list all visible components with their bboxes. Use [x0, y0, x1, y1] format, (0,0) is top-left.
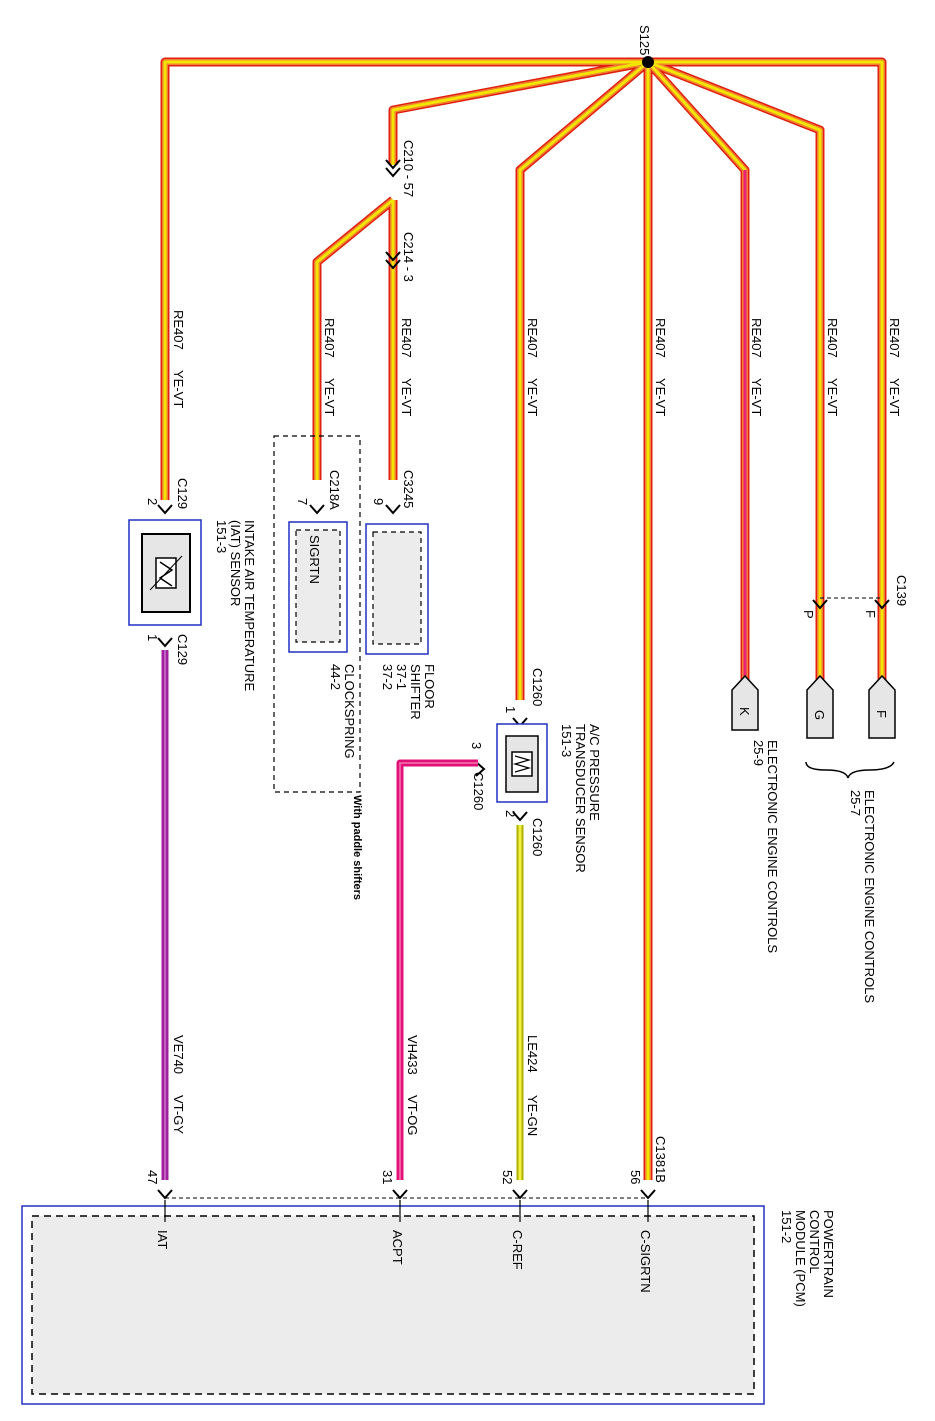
svg-text:CONTROL: CONTROL: [807, 1210, 822, 1274]
svg-text:37-2: 37-2: [380, 664, 395, 690]
c214-label: C214 - 3: [401, 232, 416, 282]
svg-text:ELECTRONIC ENGINE CONTROLS: ELECTRONIC ENGINE CONTROLS: [862, 790, 877, 1003]
svg-text:3: 3: [469, 742, 484, 749]
offpage-f: F: [868, 674, 896, 739]
svg-text:POWERTRAIN: POWERTRAIN: [821, 1210, 836, 1298]
svg-text:44-2: 44-2: [328, 664, 343, 690]
svg-text:151-3: 151-3: [214, 520, 229, 553]
c210-label: C210 - 57: [401, 140, 416, 197]
svg-text:(IAT) SENSOR: (IAT) SENSOR: [228, 520, 243, 606]
svg-text:K: K: [737, 707, 752, 716]
paddle-shifter-option: With paddle shifters: [273, 435, 363, 900]
splice-s125-dot: [642, 56, 654, 68]
svg-text:SIGRTN: SIGRTN: [307, 535, 322, 584]
svg-text:151-3: 151-3: [559, 724, 574, 757]
svg-text:37-1: 37-1: [394, 664, 409, 690]
floor-shifter: C3245 9 FLOOR SHIFTER 37-1 37-2: [365, 470, 437, 720]
svg-text:C139: C139: [894, 575, 909, 606]
wire-le424-code: LE424: [525, 1035, 540, 1073]
wire-color: YE-VT: [322, 378, 337, 416]
connector-chevrons: [157, 159, 890, 1200]
svg-text:C129: C129: [175, 478, 190, 509]
ac-pressure-sensor: C1260 1 3 C1260 2 C1260 A/C PRESSURE TRA…: [469, 668, 602, 873]
wire-color: YE-VT: [399, 378, 414, 416]
wire-code: RE407: [653, 318, 668, 358]
svg-text:F: F: [863, 610, 878, 618]
wire-le424-color: YE-GN: [525, 1095, 540, 1136]
svg-text:IAT: IAT: [155, 1230, 170, 1249]
svg-text:52: 52: [500, 1170, 515, 1184]
svg-text:47: 47: [145, 1170, 160, 1184]
splice-label: S125: [637, 25, 652, 55]
wire-color: YE-VT: [171, 370, 186, 408]
svg-text:CLOCKSPRING: CLOCKSPRING: [342, 664, 357, 759]
svg-text:C1260: C1260: [530, 668, 545, 706]
wire-code: RE407: [749, 318, 764, 358]
svg-text:C-SIGRTN: C-SIGRTN: [638, 1230, 653, 1293]
wire-color: YE-VT: [749, 378, 764, 416]
svg-text:SHIFTER: SHIFTER: [408, 664, 423, 720]
wire-code: RE407: [887, 318, 902, 358]
svg-text:25-7: 25-7: [848, 790, 863, 816]
wire-code: RE407: [322, 318, 337, 358]
svg-text:2: 2: [503, 810, 518, 817]
clockspring: C218A 7 SIGRTN CLOCKSPRING 44-2: [288, 470, 357, 759]
svg-text:C3245: C3245: [401, 470, 416, 508]
svg-text:TRANSDUCER SENSOR: TRANSDUCER SENSOR: [573, 724, 588, 873]
svg-text:7: 7: [295, 498, 310, 505]
wire-code: RE407: [525, 318, 540, 358]
svg-text:151-2: 151-2: [779, 1210, 794, 1243]
offpage-k: K ELECTRONIC ENGINE CONTROLS 25-9: [731, 674, 780, 953]
brace: [805, 761, 895, 779]
pcm-module: C1381B 47 31 52 56 IAT ACPT C-REF C-SIGR…: [21, 1136, 836, 1405]
svg-text:MODULE (PCM): MODULE (PCM): [793, 1210, 808, 1307]
svg-text:FLOOR: FLOOR: [422, 664, 437, 709]
transducer-icon: [511, 751, 533, 777]
c139-connector: C139 F P: [801, 575, 909, 619]
svg-text:2: 2: [145, 498, 160, 505]
svg-text:C1260: C1260: [471, 772, 486, 810]
svg-text:1: 1: [503, 706, 518, 713]
svg-text:C-REF: C-REF: [510, 1230, 525, 1270]
svg-text:F: F: [874, 710, 889, 718]
svg-text:A/C PRESSURE: A/C PRESSURE: [587, 724, 602, 821]
svg-text:INTAKE AIR TEMPERATURE: INTAKE AIR TEMPERATURE: [242, 520, 257, 692]
svg-text:C1260: C1260: [530, 818, 545, 856]
svg-text:ELECTRONIC ENGINE CONTROLS: ELECTRONIC ENGINE CONTROLS: [765, 740, 780, 953]
svg-text:31: 31: [380, 1170, 395, 1184]
wire-labels-upper: RE407 YE-VT RE407 YE-VT RE407 YE-VT RE40…: [171, 310, 902, 416]
iat-sensor: C129 2 1 C129 INTAKE AIR TEMPERATURE (IA…: [128, 478, 257, 692]
svg-text:1: 1: [145, 634, 160, 641]
wire-code: RE407: [825, 318, 840, 358]
wire-color: YE-VT: [825, 378, 840, 416]
svg-text:56: 56: [628, 1170, 643, 1184]
svg-text:C129: C129: [175, 634, 190, 665]
wire-vh433-color: VT-OG: [405, 1095, 420, 1135]
wire-code: RE407: [399, 318, 414, 358]
wire-color: YE-VT: [653, 378, 668, 416]
svg-text:ACPT: ACPT: [390, 1230, 405, 1265]
offpage-g: G: [806, 674, 834, 739]
svg-text:25-9: 25-9: [751, 740, 766, 766]
wire-ve740-code: VE740: [171, 1035, 186, 1074]
svg-text:C1381B: C1381B: [653, 1136, 668, 1183]
wire-color: YE-VT: [887, 378, 902, 416]
wire-color: YE-VT: [525, 378, 540, 416]
svg-text:P: P: [801, 610, 816, 619]
wire-ve740-color: VT-GY: [171, 1095, 186, 1134]
svg-text:With paddle shifters: With paddle shifters: [351, 795, 363, 900]
svg-text:G: G: [812, 710, 827, 720]
wire-code: RE407: [171, 310, 186, 350]
svg-text:C218A: C218A: [327, 470, 342, 510]
svg-text:9: 9: [371, 498, 386, 505]
wire-vh433-code: VH433: [405, 1035, 420, 1075]
